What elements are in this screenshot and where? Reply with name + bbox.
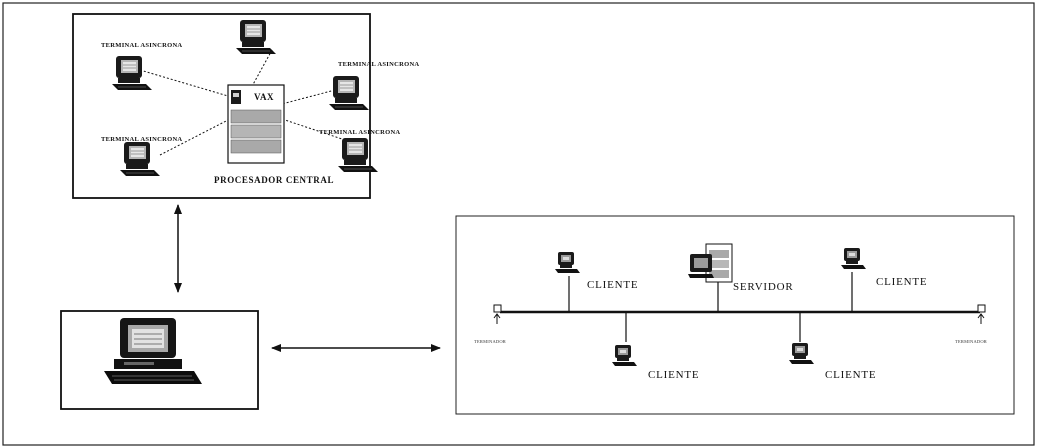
processor-brand: VAX — [254, 92, 274, 102]
lan-client-1: CLIENTE — [555, 252, 638, 291]
lan-client-4-label: CLIENTE — [825, 369, 876, 381]
lan-drops — [568, 272, 853, 342]
lan-server-label: SERVIDOR — [733, 281, 794, 293]
terminal-lower-left-label: TERMINAL ASINCRONA — [101, 136, 182, 143]
terminal-lower-right-label: TERMINAL ASINCRONA — [319, 129, 400, 136]
terminator-right: TERMINADOR — [955, 304, 987, 344]
lan-client-2-label: CLIENTE — [876, 276, 927, 288]
terminator-right-label: TERMINADOR — [955, 339, 987, 344]
terminal-upper-right-label: TERMINAL ASINCRONA — [338, 61, 419, 68]
workstation-panel — [60, 310, 259, 410]
lan-panel: TERMINADOR TERMINADOR CLIENTE CLIENTE — [455, 215, 1015, 415]
terminal-lower-left: TERMINAL ASINCRONA — [101, 136, 182, 177]
terminal-upper-left-label: TERMINAL ASINCRONA — [101, 42, 182, 49]
lan-client-3-label: CLIENTE — [648, 369, 699, 381]
terminal-upper-left: TERMINAL ASINCRONA — [101, 42, 182, 91]
terminator-left: TERMINADOR — [474, 304, 506, 344]
lan-client-4: CLIENTE — [789, 343, 876, 381]
processor-label: PROCESADOR CENTRAL — [214, 175, 334, 185]
central-processor: VAX — [227, 84, 285, 164]
terminal-upper-right: TERMINAL ASINCRONA — [328, 61, 419, 111]
terminator-left-label: TERMINADOR — [474, 339, 506, 344]
terminal-links — [139, 49, 346, 156]
mainframe-panel: VAX TERMINAL ASINCRONA TERMINAL ASINCRON… — [72, 13, 419, 199]
lan-server: SERVIDOR — [688, 243, 794, 293]
terminal-lower-right: TERMINAL ASINCRONA — [319, 129, 400, 173]
lan-client-1-label: CLIENTE — [587, 279, 638, 291]
lan-client-2: CLIENTE — [841, 248, 927, 288]
lan-client-3: CLIENTE — [612, 345, 699, 381]
